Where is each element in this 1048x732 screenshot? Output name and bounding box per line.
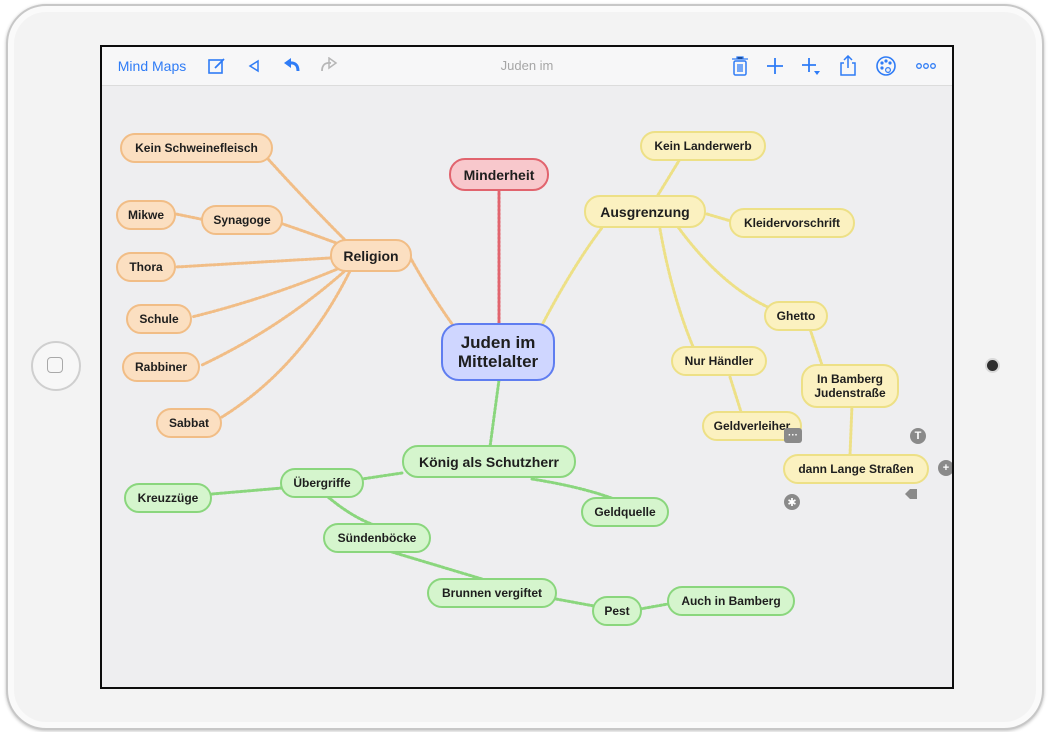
add-child-icon[interactable] [799, 47, 823, 85]
node-schule[interactable]: Schule [126, 304, 192, 334]
node-thora[interactable]: Thora [116, 252, 176, 282]
link-bamberg-lange [848, 403, 854, 457]
node-ausgrenzung[interactable]: Ausgrenzung [584, 195, 706, 228]
link-religion-sabbat [220, 269, 352, 419]
node-dann-lange-strassen[interactable]: dann Lange Straßen [783, 454, 929, 484]
node-bamberg-judenstrasse[interactable]: In Bamberg Judenstraße [801, 364, 899, 408]
link-suenden-brunnen [390, 550, 484, 581]
back-button-label: Mind Maps [117, 58, 187, 74]
link-religion-schule [190, 263, 349, 319]
link-religion-rabbiner [200, 267, 349, 367]
compose-icon[interactable] [205, 47, 229, 85]
link-ausgrenzung-ghetto [676, 225, 774, 311]
arrow-tag-icon[interactable] [904, 487, 918, 501]
node-kein-schweinefleisch[interactable]: Kein Schweinefleisch [120, 133, 273, 163]
palette-icon[interactable] [874, 47, 898, 85]
link-center-ausgrenzung [538, 223, 606, 331]
link-ausgrenzung-haendler [658, 227, 696, 351]
node-ghetto[interactable]: Ghetto [764, 301, 828, 331]
node-mikwe[interactable]: Mikwe [116, 200, 176, 230]
link-uebergriffe-suenden [326, 495, 376, 527]
link-koenig-geldquelle [530, 477, 616, 501]
back-button[interactable]: Mind Maps [114, 47, 190, 85]
link-koenig-uebergriffe [360, 471, 404, 481]
node-suendenboecke[interactable]: Sündenböcke [323, 523, 431, 553]
plus-icon[interactable] [763, 47, 787, 85]
link-pest-bamberg [638, 602, 670, 611]
node-brunnen-vergiftet[interactable]: Brunnen vergiftet [427, 578, 557, 608]
node-geldverleiher[interactable]: Geldverleiher [702, 411, 802, 441]
link-religion-schweinefleisch [258, 148, 349, 244]
link-haendler-geldverleiher [728, 375, 744, 417]
node-center[interactable]: Juden im Mittelalter [441, 323, 555, 381]
node-religion[interactable]: Religion [330, 239, 412, 272]
node-kreuzzuege[interactable]: Kreuzzüge [124, 483, 212, 513]
node-minderheit[interactable]: Minderheit [449, 158, 549, 191]
node-geldquelle[interactable]: Geldquelle [581, 497, 669, 527]
text-style-icon[interactable]: T [910, 428, 926, 444]
home-button[interactable] [31, 341, 81, 391]
front-camera [987, 360, 998, 371]
app-screen: Mind Maps Juden im [100, 45, 954, 689]
link-ausgrenzung-landerwerb [656, 157, 682, 197]
link-center-koenig [488, 378, 501, 449]
more-icon[interactable] [912, 47, 940, 85]
triangle-left-icon[interactable] [244, 47, 264, 85]
node-rabbiner[interactable]: Rabbiner [122, 352, 200, 382]
node-kein-landerwerb[interactable]: Kein Landerwerb [640, 131, 766, 161]
node-auch-in-bamberg[interactable]: Auch in Bamberg [667, 586, 795, 616]
asterisk-icon[interactable]: ✱ [784, 494, 800, 510]
link-ghetto-bamberg [808, 327, 824, 367]
redo-icon[interactable] [316, 47, 340, 85]
node-pest[interactable]: Pest [592, 596, 642, 626]
link-religion-thora [174, 255, 349, 269]
trash-icon[interactable] [728, 47, 752, 85]
node-nur-haendler[interactable]: Nur Händler [671, 346, 767, 376]
node-koenig[interactable]: König als Schutzherr [402, 445, 576, 478]
add-node-icon[interactable]: + [938, 460, 952, 476]
link-uebergriffe-kreuzzuege [210, 486, 284, 496]
undo-icon[interactable] [280, 47, 304, 85]
node-more-options-icon[interactable]: ··· [784, 428, 802, 443]
share-icon[interactable] [836, 47, 860, 85]
node-sabbat[interactable]: Sabbat [156, 408, 222, 438]
toolbar: Mind Maps Juden im [102, 47, 952, 86]
document-title: Juden im [500, 58, 554, 73]
node-uebergriffe[interactable]: Übergriffe [280, 468, 364, 498]
node-kleidervorschrift[interactable]: Kleidervorschrift [729, 208, 855, 238]
link-brunnen-pest [554, 597, 596, 608]
node-synagoge[interactable]: Synagoge [201, 205, 283, 235]
